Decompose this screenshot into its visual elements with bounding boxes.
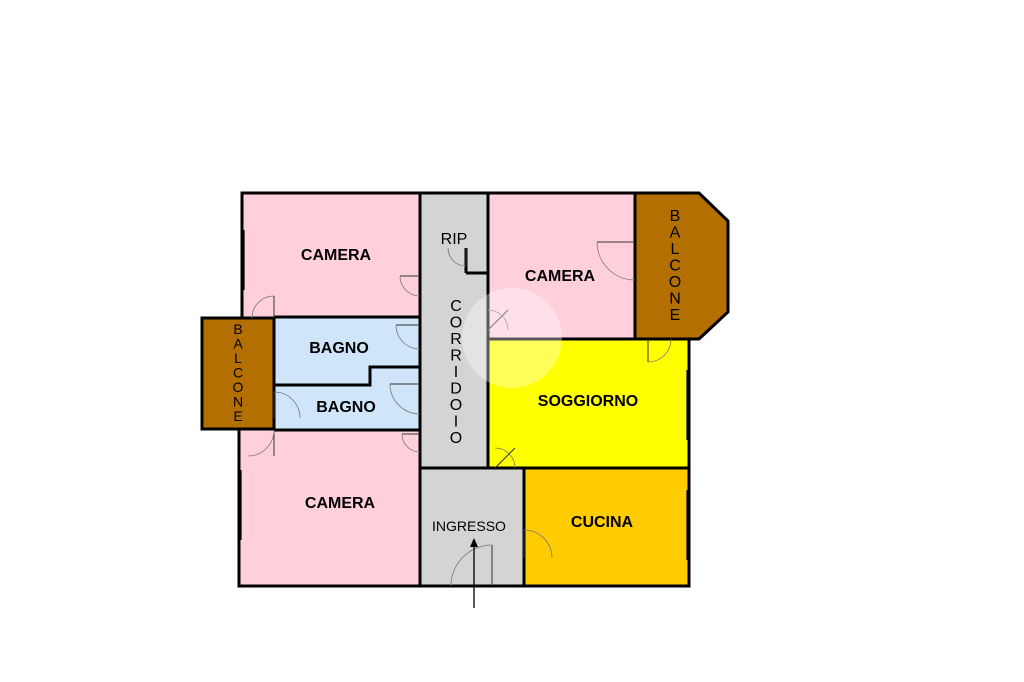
corridoio-fill [420,193,488,468]
balcone-left-outline [200,316,276,431]
room-labels: CAMERA RIP CAMERA BAGNO BAGNO SOGGIORNO … [233,208,682,534]
cucina-fill [524,468,689,586]
arrow-up-icon [470,538,478,608]
vertical-label-letter: A [670,225,681,242]
door-cucina [523,529,553,559]
vertical-label-letter: E [233,408,242,424]
door-ingresso [450,544,493,587]
balcone-left-fill [202,318,274,429]
vertical-label-letter: C [450,298,462,315]
vertical-label-letter: O [233,379,244,395]
vertical-label-letter: B [233,321,242,337]
door-camera-left-balcone [251,295,275,319]
door-bagno-lower [389,383,421,415]
bagno-upper-fill [274,317,420,385]
camera-bottom-fill [239,430,421,586]
wall-bagni-divider [274,365,420,387]
walls [200,191,730,588]
vertical-label-letter: L [234,350,242,366]
circle-watermark-icon [462,288,562,388]
label-cucina: CUCINA [571,514,634,531]
door-camera-bottom-balcone [247,429,275,457]
balcone-right-fill [635,193,728,339]
door-soggiorno-bottom [494,447,516,469]
vertical-label-letter: I [454,364,458,381]
camera-top-right-fill [488,193,635,339]
vertical-label-letter: R [450,348,462,365]
vertical-label-letter: R [450,331,462,348]
label-rip: RIP [441,231,468,248]
label-camera-top-left: CAMERA [301,247,372,264]
door-camera-top-left [399,275,421,297]
vertical-label-letter: N [233,394,243,410]
label-bagno-lower: BAGNO [316,399,376,416]
door-soggiorno-top [647,338,672,363]
vertical-label-letter: O [450,315,462,332]
label-bagno-upper: BAGNO [309,340,369,357]
door-camera-top-right [487,309,509,331]
door-bagno-balcone [273,391,301,419]
vertical-label-letter: C [233,365,243,381]
room-fills [202,193,728,586]
vertical-label-letter: C [669,258,681,275]
door-camera-bottom [401,433,421,453]
vertical-label-letter: N [669,291,681,308]
label-soggiorno: SOGGIORNO [538,393,638,410]
vertical-label-letter: O [450,430,462,447]
label-ingresso: INGRESSO [432,518,506,534]
door-bagno-upper [395,324,421,350]
outer-wall-right [524,337,691,588]
outer-wall-left-bottom [237,430,524,588]
windows [240,230,688,560]
vertical-label-letter: O [450,397,462,414]
vertical-label-letter: E [670,307,681,324]
bagno-lower-fill [274,367,420,430]
door-rip [447,247,467,267]
vertical-label-letter: A [233,336,243,352]
door-camera-right-balcone [596,241,636,281]
doors [247,241,672,587]
vertical-label-letter: D [450,381,462,398]
vertical-label-letter: L [671,241,680,258]
ingresso-fill [420,468,524,586]
label-camera-top-right: CAMERA [525,268,596,285]
label-camera-bottom: CAMERA [305,495,376,512]
vertical-label-letter: B [670,208,681,225]
vertical-label-letter: I [454,414,458,431]
vertical-label-letter: O [669,274,681,291]
outer-wall-top-left [240,191,488,318]
